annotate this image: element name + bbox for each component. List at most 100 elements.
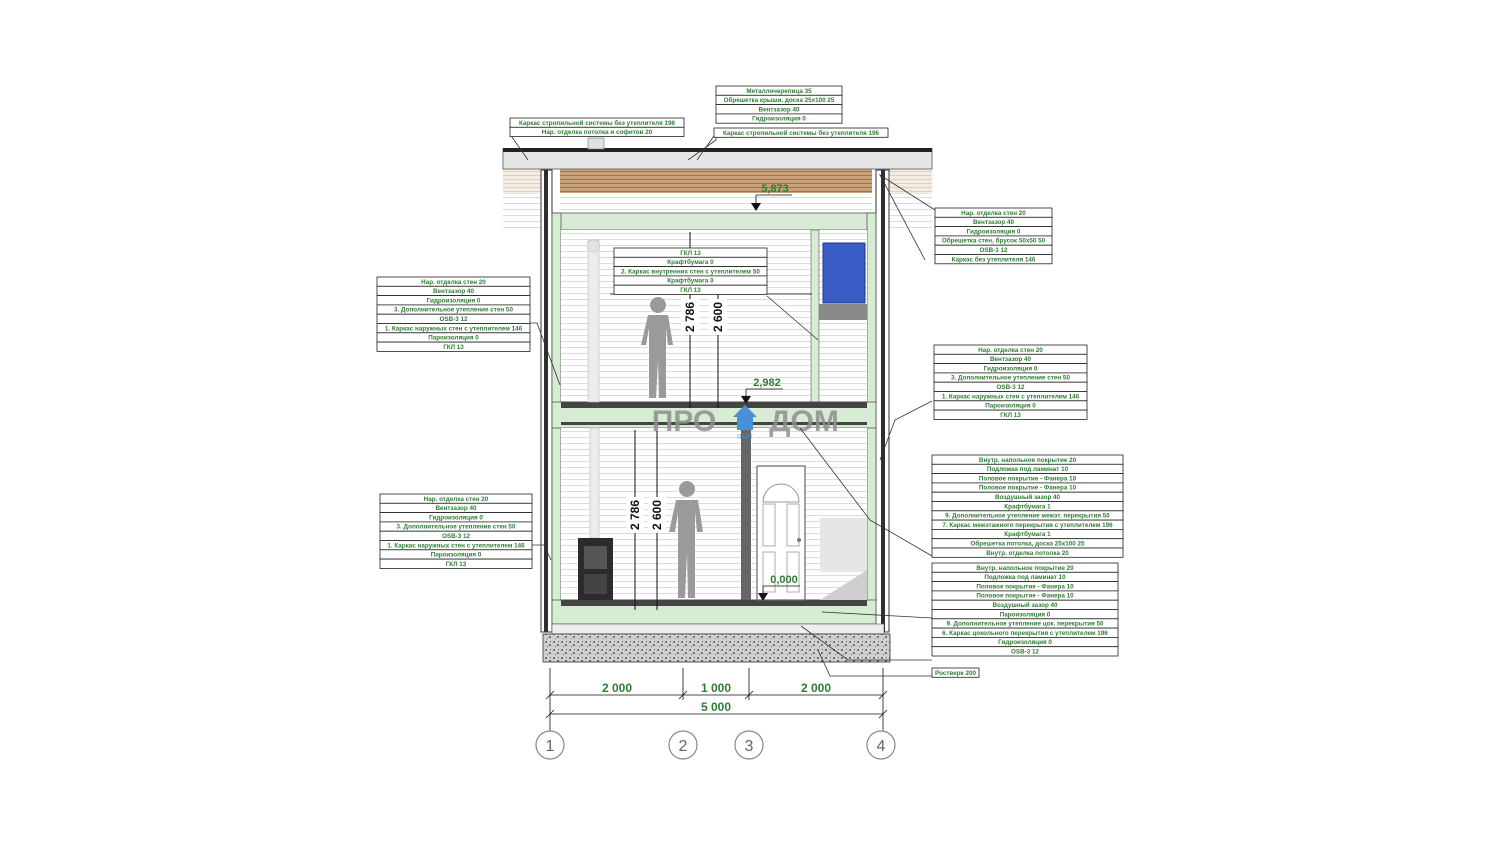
callout-row-text: Каркас стропильной системы без утеплител…	[723, 129, 880, 137]
callout-row-text: Внутр. напольное покрытие 20	[979, 457, 1077, 464]
callout-row-text: Половое покрытие - Фанера 10	[976, 593, 1074, 600]
callout-row-text: 7. Каркас межэтажного перекрытия с утепл…	[942, 522, 1113, 529]
person-lower	[669, 481, 703, 598]
callout-row-text: 3. Дополнительное утепление стен 50	[394, 307, 513, 314]
stair-ramp	[820, 570, 867, 600]
callout-row-box	[509, 126, 685, 138]
callout-row-text: Нар. отделка стен 20	[978, 347, 1043, 354]
base-osb	[551, 623, 885, 635]
callout-row-text: OSB-3 12	[442, 533, 470, 540]
callout-row-text: Воздушный зазор 40	[992, 601, 1058, 609]
callout-row-text: Вентзазор 40	[759, 106, 800, 113]
callout-row-text: OSB-3 12	[997, 384, 1025, 391]
callout-wall-left-upper: Нар. отделка стен 20 Вентзазор 40 Гидроизо…	[376, 276, 531, 352]
axis-1: 1	[546, 738, 555, 755]
level-mark-second-floor: 2,982	[741, 377, 783, 404]
callout-row-text: 1. Каркас наружных стен с утеплителем 14…	[387, 542, 525, 549]
callout-roof-left: Каркас стропильной системы без утеплител…	[509, 117, 685, 138]
callout-row-text: 3. Дополнительное утепление стен 50	[951, 375, 1070, 382]
attic-space	[560, 193, 872, 213]
callout-row-text: ГКЛ 13	[1000, 412, 1021, 419]
callout-row-text: 6. Каркас цокольного перекрытия с утепли…	[942, 630, 1108, 637]
callout-row-box	[931, 667, 980, 678]
interfloor-flooring	[561, 402, 867, 408]
callout-row-text: 9. Дополнительное утепление цок. перекры…	[946, 621, 1104, 628]
callout-row-text: Каркас стропильной системы без утеплител…	[519, 119, 676, 127]
lower-total-height: 2 786	[628, 500, 642, 530]
ceiling-beam	[551, 212, 877, 231]
level-ridge-label: 5,873	[761, 183, 789, 195]
lower-partition	[741, 430, 751, 601]
upper-clear-height: 2 600	[711, 302, 725, 332]
callout-row-text: 9. Дополнительное утепление межэт. перек…	[945, 513, 1110, 520]
callout-row-text: Гидроизоляция 0	[427, 297, 481, 304]
callout-row-text: Подложка под ламинат 10	[984, 574, 1066, 581]
axis-3: 3	[745, 738, 754, 755]
callout-row-text: OSB-3 12	[980, 247, 1008, 254]
callout-row-text: OSB-3 12	[440, 316, 468, 323]
right-wall-cladding	[881, 170, 885, 632]
callout-row-text: Крафтбумага 1	[1004, 530, 1051, 538]
callout-row-box	[933, 409, 1088, 420]
callout-row-text: Внутр. напольное покрытие 20	[976, 565, 1074, 572]
chimney-cap	[587, 137, 605, 150]
callout-row-text: 1. Каркас наружных стен с утеплителем 14…	[942, 393, 1080, 400]
callout-row-text: Нар. отделка стен 20	[424, 496, 489, 503]
logo-watermark: ПРО ДОМ ПАРТ	[652, 405, 839, 441]
chimney-rounded-top	[587, 239, 600, 253]
callout-floor-base: Внутр. напольное покрытие 20 Подложка под…	[931, 562, 1119, 657]
callout-row-text: Крафтбумага 0	[667, 258, 714, 266]
callout-row-text: Вентзазор 40	[990, 356, 1031, 363]
sauna-stove-door	[584, 546, 607, 569]
callout-row-box	[379, 558, 533, 569]
callout-row-text: Крафтбумага 0	[667, 277, 714, 285]
callout-row-text: Вентзазор 40	[433, 288, 474, 295]
door	[756, 465, 806, 601]
level-mark-ridge: 5,873	[751, 183, 792, 211]
callout-row-text: OSB-3 12	[1011, 649, 1039, 656]
level-ground-label: 0,000	[770, 574, 798, 586]
callout-row-text: Обрешетка потолка, доска 25х100 25	[970, 540, 1085, 548]
callout-row-text: Нар. отделка стен 20	[421, 279, 486, 286]
callout-row-text: Гидроизоляция 0	[967, 228, 1021, 235]
callout-roof-right: Каркас стропильной системы без утеплител…	[713, 127, 889, 138]
callout-row-text: 3. Дополнительное утепление стен 50	[397, 524, 516, 531]
callout-row-text: Половое покрытие - Фанера 10	[979, 485, 1077, 492]
callout-row-text: 1. Каркас наружных стен с утеплителем 14…	[385, 325, 523, 332]
roof-covering	[503, 148, 932, 152]
callout-row-box	[715, 113, 843, 124]
left-eave-soffit	[503, 168, 547, 194]
callout-row-text: Обрешетка крыши, доска 25х100 25	[724, 96, 835, 104]
callout-row-text: Подложка под ламинат 10	[987, 466, 1069, 473]
callout-row-text: Гидроизоляция 0	[998, 639, 1052, 646]
callout-row-text: Гидроизоляция 0	[429, 514, 483, 521]
callout-row-box	[931, 547, 1124, 558]
callout-row-text: Металлочерепица 35	[746, 88, 812, 95]
logo-text-right: ДОМ	[769, 405, 839, 438]
callout-row-text: Внутр. отделка потолка 20	[986, 550, 1069, 557]
callout-wall-left-lower: Нар. отделка стен 20 Вентзазор 40 Гидроизо…	[379, 493, 533, 569]
callout-row-text: ГКЛ 13	[680, 287, 701, 294]
callout-row-text: Гидроизоляция 0	[752, 116, 806, 123]
callout-foundation: Ростверк 200	[931, 667, 980, 678]
callout-row-text: Нар. отделка стен 20	[961, 210, 1026, 217]
callout-row-text: ГКЛ 13	[680, 250, 701, 257]
callout-row-text: Крафтбумага 1	[1004, 502, 1051, 510]
callout-row-text: Обрешетка стен, брусок 50х50 50	[942, 237, 1046, 245]
upper-partition	[810, 229, 820, 403]
callout-row-text: Гидроизоляция 0	[984, 365, 1038, 372]
callout-row-text: Пароизоляция 0	[985, 403, 1036, 410]
callout-floor-inter: Внутр. напольное покрытие 20 Подложка под…	[931, 454, 1124, 558]
callout-row-text: ГКЛ 13	[443, 344, 464, 351]
callout-row-box	[613, 284, 768, 295]
span-3-4: 2 000	[801, 681, 831, 695]
callout-row-text: ГКЛ 13	[446, 561, 467, 568]
callout-row-text: Вентзазор 40	[436, 505, 477, 512]
chimney-upper	[587, 239, 600, 403]
callout-row-text: Пароизоляция 0	[431, 552, 482, 559]
